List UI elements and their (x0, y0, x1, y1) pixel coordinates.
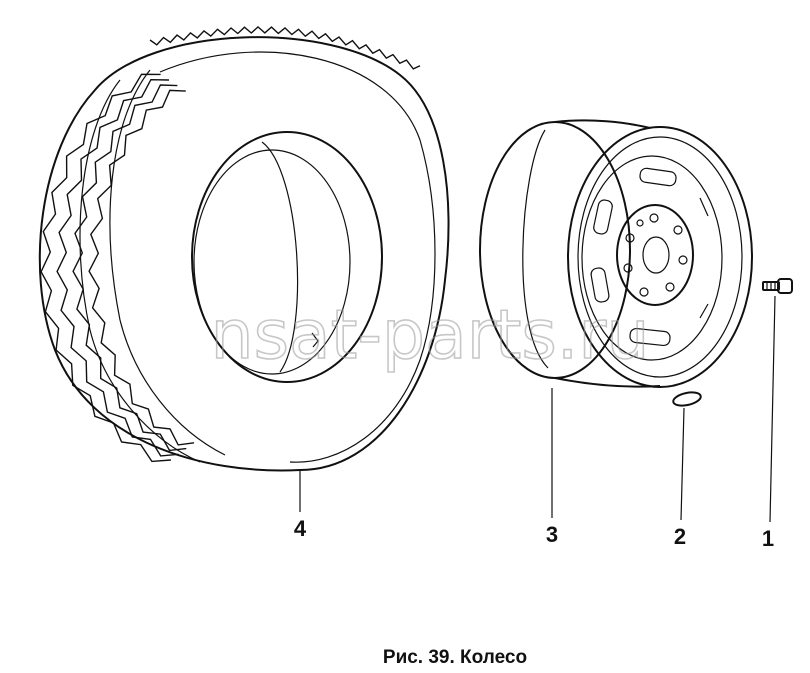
leader-line-2 (680, 407, 685, 521)
wheel-rim-drawing (479, 119, 753, 388)
callout-4: 4 (294, 516, 307, 541)
callout-3: 3 (546, 522, 558, 547)
rim-bolt-holes (623, 213, 688, 297)
tire-drawing (38, 25, 450, 472)
tread-row (40, 73, 171, 463)
tread-shoulder (149, 25, 421, 70)
callout-1: 1 (762, 526, 774, 551)
tire-tread-pattern (40, 25, 421, 463)
wheel-bolt-drawing (762, 278, 793, 294)
watermark: nsat-parts.ru (211, 296, 650, 375)
tread-row (72, 84, 187, 452)
tread-row (88, 89, 195, 446)
leader-line-1 (769, 295, 776, 523)
figure-caption: Рис. 39. Колесо (383, 647, 527, 668)
tread-row (56, 78, 179, 457)
hub-cap-plate-drawing (672, 391, 702, 407)
callout-2: 2 (674, 524, 686, 549)
